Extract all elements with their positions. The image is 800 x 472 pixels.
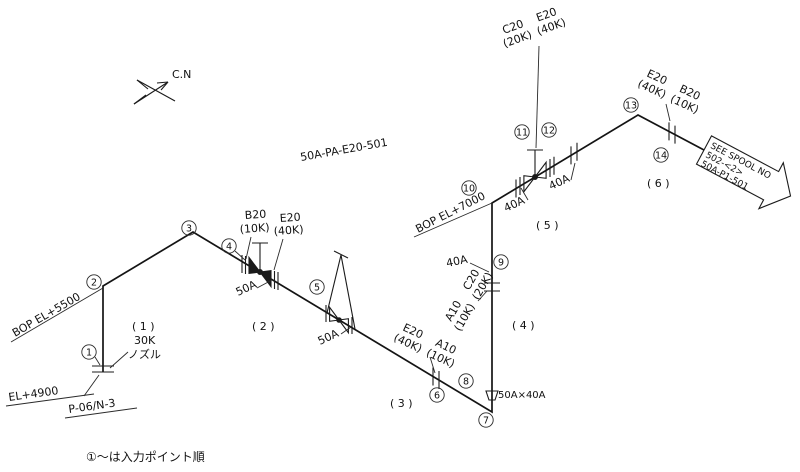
svg-text:10: 10	[463, 183, 475, 194]
nozzle-name: ノズル	[128, 347, 161, 361]
size-label-40a-1: 40A	[445, 253, 469, 270]
flange-pair-icon	[432, 367, 440, 389]
point-marker-4: 4	[221, 238, 246, 261]
svg-text:P-06/N-3: P-06/N-3	[68, 397, 117, 416]
point-marker-9: 9	[493, 254, 509, 270]
point-marker-7: 7	[478, 412, 494, 428]
elevation-bop5500-leader	[10, 287, 104, 343]
svg-text:9: 9	[498, 257, 504, 268]
size-50a-1-leader	[256, 279, 273, 289]
flange-pair-2-icon	[668, 122, 676, 144]
size-40a-2-leader	[520, 187, 529, 201]
reducer-size-label: 50A×40A	[498, 390, 546, 401]
svg-text:6: 6	[434, 390, 440, 401]
svg-text:1: 1	[86, 347, 92, 358]
seq-label-2: ( 2 )	[252, 320, 275, 333]
nozzle-tag-underline	[64, 407, 138, 419]
elevation-bop5500: BOP EL+5500	[10, 290, 83, 339]
point-marker-8: 8	[458, 373, 474, 389]
spool-callout-arrow-icon	[695, 135, 792, 210]
svg-text:14: 14	[655, 150, 667, 161]
svg-text:40A: 40A	[502, 194, 527, 215]
gate-valve-icon	[241, 242, 279, 290]
seq-label-6: ( 6 )	[647, 177, 670, 190]
spool-callout: SEE SPOOL NO 502-<2> 50A-P1-501	[695, 135, 792, 210]
seq-label-4: ( 4 )	[512, 319, 535, 332]
svg-text:4: 4	[226, 241, 232, 252]
elevation-el4900: EL+4900	[8, 384, 60, 404]
svg-text:EL+4900: EL+4900	[8, 384, 60, 404]
spec1-b-rating: (40K)	[273, 223, 304, 238]
point-marker-6: 6	[429, 387, 445, 403]
spec1-a-rating: (10K)	[239, 221, 270, 236]
svg-text:40A: 40A	[547, 172, 572, 193]
svg-text:2: 2	[91, 277, 97, 288]
size-label-40a-3: 40A	[547, 172, 572, 193]
svg-text:3: 3	[186, 223, 192, 234]
spec-change-1: B20 E20 (10K) (40K)	[239, 208, 304, 271]
elevation-el4900-leader	[5, 393, 95, 407]
svg-text:50A: 50A	[316, 327, 341, 348]
point-marker-2: 2	[86, 274, 102, 290]
spec-change-4: C20 E20 (20K) (40K)	[501, 5, 568, 149]
svg-text:8: 8	[463, 376, 469, 387]
svg-text:BOP EL+5500: BOP EL+5500	[10, 290, 83, 339]
seq-label-5: ( 5 )	[536, 219, 559, 232]
pipe-route	[102, 114, 705, 414]
spec-change-3: A10 C20 (10K) (20K)	[442, 267, 495, 333]
point-marker-10: 10	[461, 180, 477, 196]
point-marker-12: 12	[541, 122, 557, 138]
point-marker-5: 5	[309, 279, 325, 295]
seq-label-3: ( 3 )	[390, 397, 413, 410]
line-number: 50A-PA-E20-501	[299, 136, 388, 164]
size-40a-1-leader	[469, 262, 490, 273]
nozzle-flange-icon	[83, 365, 114, 397]
spec1-b: E20	[279, 211, 301, 225]
point-marker-1: 1	[81, 344, 101, 366]
svg-text:11: 11	[516, 127, 528, 138]
nozzle-annotation-leader	[109, 351, 129, 369]
size-label-50a-2: 50A	[316, 327, 341, 348]
north-label: C.N	[172, 68, 191, 81]
size-40a-3-leader	[570, 162, 576, 181]
svg-text:5: 5	[314, 282, 320, 293]
control-valve-icon	[325, 250, 356, 335]
point-marker-14: 14	[653, 147, 669, 163]
point-marker-13: 13	[623, 97, 639, 113]
size-50a-2-leader	[340, 326, 352, 335]
legend-note: ①〜は入力ポイント順	[86, 450, 205, 464]
spec1-a: B20	[244, 208, 266, 222]
svg-text:13: 13	[625, 100, 637, 111]
elevation-bop7000-leader	[413, 202, 493, 238]
nozzle-rating: 30K	[134, 334, 156, 347]
size-label-40a-2: 40A	[502, 194, 527, 215]
size-label-50a-1: 50A	[234, 278, 259, 299]
point-marker-11: 11	[514, 124, 530, 140]
svg-text:12: 12	[543, 125, 555, 136]
svg-text:50A: 50A	[234, 278, 259, 299]
gate-valve-2-icon	[515, 142, 578, 198]
north-arrow-icon	[133, 79, 176, 105]
svg-text:BOP EL+7000: BOP EL+7000	[413, 189, 487, 235]
spec-change-5: E20 B20 (40K) (10K)	[636, 67, 702, 122]
nozzle-tag: P-06/N-3	[68, 397, 117, 416]
point-marker-3: 3	[181, 220, 197, 236]
seq-label-1: ( 1 )	[132, 320, 155, 333]
spec-change-2: E20 A10 (40K) (10K)	[392, 321, 458, 374]
svg-text:7: 7	[483, 415, 489, 426]
elevation-bop7000: BOP EL+7000	[413, 189, 487, 235]
svg-text:40A: 40A	[445, 253, 469, 270]
reducer-icon	[485, 390, 499, 401]
